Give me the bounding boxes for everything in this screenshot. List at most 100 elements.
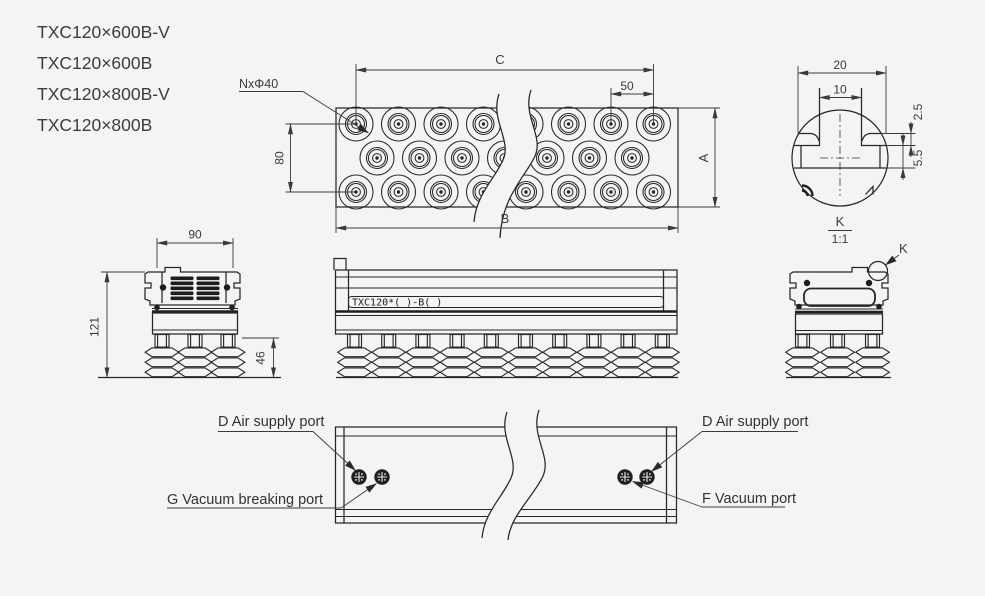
detail-k-scale: 1:1	[832, 232, 849, 246]
dimension-b: B	[335, 207, 679, 233]
bellows-cup	[542, 333, 578, 378]
suction-cup	[550, 106, 587, 142]
screw-head	[223, 284, 231, 291]
bellows-cup	[473, 333, 509, 378]
dim-90-label: 90	[188, 228, 202, 242]
callout-g: G Vacuum breaking port	[167, 483, 377, 509]
vacuum-module	[803, 287, 876, 307]
suction-cup	[423, 106, 459, 142]
dimension-10: 10	[818, 83, 863, 100]
bellows-cup	[439, 333, 475, 378]
dim-c-label: C	[495, 52, 504, 67]
suction-cup	[423, 174, 459, 210]
dimension-5-5: 5.5	[886, 134, 925, 180]
bellows-cup	[855, 333, 890, 378]
dim-121-label: 121	[88, 317, 102, 337]
dimension-80: 80	[273, 123, 356, 193]
screw-head	[229, 304, 235, 311]
screw-head	[796, 303, 802, 310]
screw-head	[865, 279, 873, 287]
port-label-d-right: D Air supply port	[702, 414, 808, 430]
bellows-cup	[210, 333, 246, 378]
break-gap	[482, 410, 546, 540]
front-view: TXC120*( )-B( )	[333, 257, 680, 379]
bellows-cup	[405, 333, 441, 378]
suction-cup	[465, 106, 502, 142]
end-cap-lines	[343, 427, 668, 523]
rail-lines	[335, 276, 677, 289]
manifold-body	[151, 312, 239, 335]
suction-cup	[444, 140, 480, 176]
hole-callout: NxΦ40	[239, 77, 369, 134]
slot-lip-left	[798, 132, 820, 142]
corner-arc	[801, 189, 809, 197]
dim-46-label: 46	[254, 351, 268, 365]
screw-head	[803, 279, 811, 287]
air-supply-port	[351, 469, 367, 485]
bellows-cup	[144, 333, 180, 378]
dimension-90: 90	[156, 228, 234, 268]
vacuum-breaking-port	[374, 469, 390, 485]
bellows-cup	[508, 333, 543, 378]
callout-f: F Vacuum port	[632, 481, 796, 508]
top-view: C 50 NxΦ40 80 A B	[239, 52, 720, 239]
callout-d-right: D Air supply port	[651, 414, 808, 472]
screw-head	[159, 284, 167, 291]
bellows-cup	[610, 333, 646, 378]
screw-head	[154, 304, 160, 311]
bottom-view: D Air supply port G Vacuum breaking port…	[167, 409, 808, 541]
break-line	[481, 411, 514, 539]
dim-50-label: 50	[620, 79, 634, 93]
detail-k-title: K	[836, 214, 845, 229]
detail-k-ref-label: K	[899, 241, 908, 256]
dim-2-5-label: 2.5	[911, 103, 925, 120]
break-line	[473, 93, 506, 223]
bellows-cup	[820, 333, 855, 378]
end-tab	[333, 257, 347, 270]
break-line	[499, 89, 538, 239]
dimension-46: 46	[242, 337, 279, 379]
vacuum-port	[617, 469, 633, 485]
model-txc120-600b-v: TXC120×600B-V	[37, 22, 170, 42]
corner-notch	[865, 184, 874, 195]
dimension-20: 20	[797, 58, 887, 134]
dim-a-label: A	[696, 153, 711, 162]
extrusion-profile	[144, 266, 241, 306]
dimension-50: 50	[610, 79, 655, 124]
dimension-a: A	[678, 107, 720, 208]
manifold-body	[794, 313, 884, 335]
suction-cup	[635, 174, 672, 210]
screw-head	[876, 303, 882, 310]
dimension-121: 121	[88, 271, 145, 379]
extrusion-profile	[789, 266, 889, 306]
dim-20-label: 20	[833, 58, 847, 72]
port-label-g: G Vacuum breaking port	[167, 492, 323, 508]
port-label-d-left: D Air supply port	[218, 414, 324, 430]
suction-cup	[359, 140, 395, 176]
suction-cup	[380, 174, 417, 210]
internal-stack	[170, 276, 220, 301]
break-gap	[474, 90, 538, 238]
callout-d-left: D Air supply port	[218, 414, 356, 471]
product-marking: TXC120*( )-B( )	[352, 298, 442, 309]
model-txc120-600b: TXC120×600B	[37, 53, 152, 73]
model-list: TXC120×600B-V TXC120×600B TXC120×800B-V …	[37, 22, 170, 135]
model-txc120-800b-v: TXC120×800B-V	[37, 84, 170, 104]
bellows-cup	[644, 333, 680, 378]
model-txc120-800b: TXC120×800B	[37, 115, 152, 135]
break-line	[507, 409, 546, 541]
air-supply-port	[639, 469, 655, 485]
bellows-cup	[576, 333, 612, 378]
suction-cup	[550, 174, 587, 210]
dim-10-label: 10	[833, 83, 847, 97]
detail-k-view: 20 10 2.5 5.5 K 1:1	[791, 58, 925, 246]
slot-lip-right	[861, 132, 882, 142]
dim-5-5-label: 5.5	[911, 149, 925, 166]
slot-walls	[818, 88, 863, 146]
lower-lines	[335, 315, 677, 331]
detail-boundary-circle	[791, 109, 889, 207]
suction-cup	[571, 140, 608, 176]
port-label-f: F Vacuum port	[702, 491, 796, 507]
